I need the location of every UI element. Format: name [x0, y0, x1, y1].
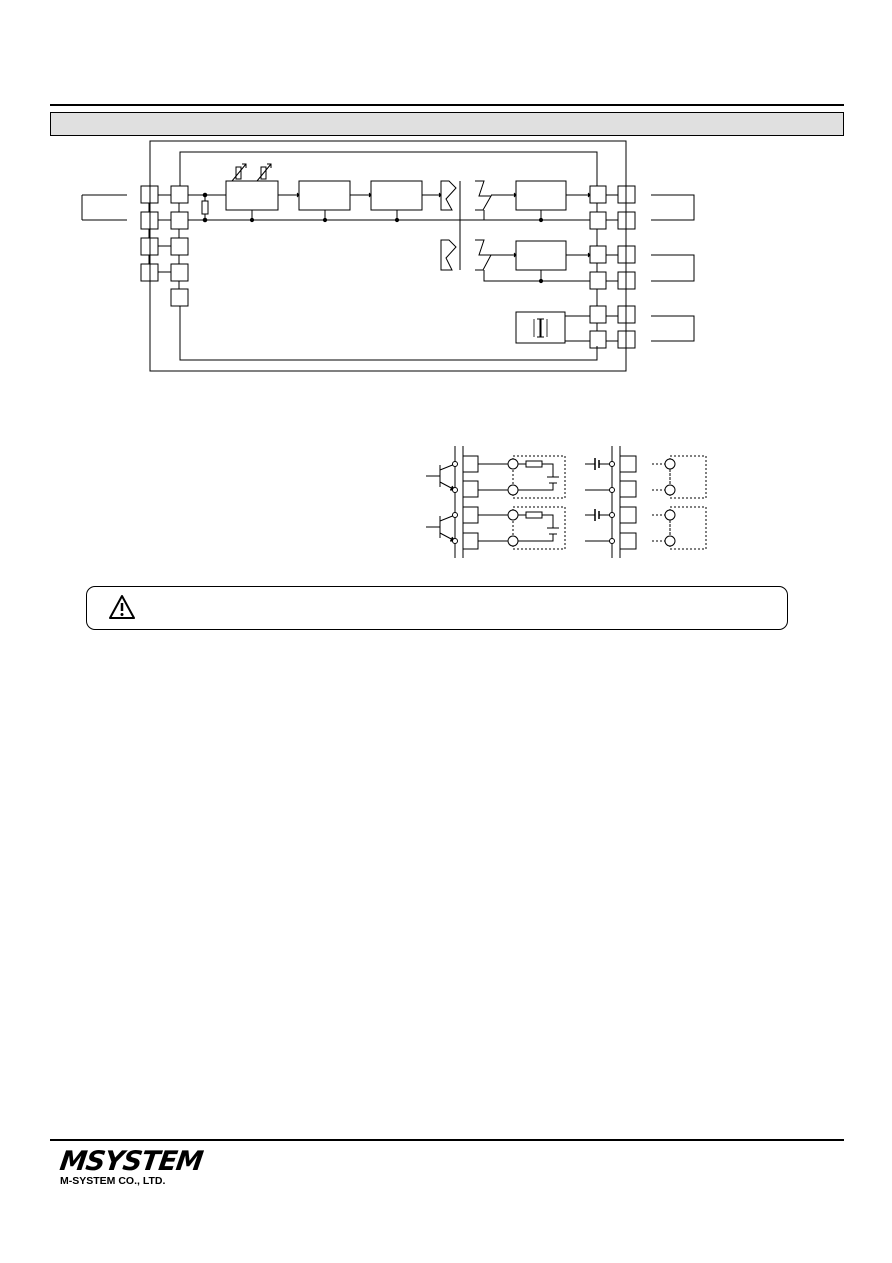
caution-box: [86, 586, 788, 630]
processing-block-2: [370, 180, 423, 211]
header-rule: [50, 104, 844, 106]
isolation-barrier-2: [440, 239, 492, 271]
voltage-load-circuit-1: [652, 455, 707, 499]
company-logo: MSYSTEM: [57, 1146, 205, 1177]
outer-enclosure: [149, 140, 627, 372]
span-adjust-icon: [256, 163, 272, 182]
transistor-load-circuit-1: [478, 455, 566, 499]
voltage-output-example: [585, 446, 637, 558]
company-name: M-SYSTEM CO., LTD.: [60, 1175, 166, 1187]
input-amplifier-block: [225, 180, 279, 211]
transistor-load-circuit-2: [478, 506, 566, 550]
output-leads-1: [651, 194, 695, 221]
processing-block-1: [298, 180, 351, 211]
output-leads-2: [651, 254, 695, 282]
transformer-icon: [533, 318, 548, 338]
right-terminals-a: [589, 185, 607, 349]
output-driver-block-2: [515, 240, 567, 271]
power-leads: [651, 315, 695, 342]
section-header-bar: [50, 112, 844, 136]
inner-loop: [179, 151, 598, 361]
zero-adjust-icon: [231, 163, 247, 182]
isolation-barrier-1: [440, 180, 492, 211]
shunt-resistor: [201, 200, 209, 215]
input-leads: [81, 194, 127, 221]
footer-rule: [50, 1139, 844, 1141]
transistor-output-example: [426, 446, 479, 558]
output-driver-block-1: [515, 180, 567, 211]
warning-triangle-icon: [109, 595, 135, 619]
power-supply-block: [515, 311, 566, 344]
voltage-load-circuit-2: [652, 506, 707, 550]
